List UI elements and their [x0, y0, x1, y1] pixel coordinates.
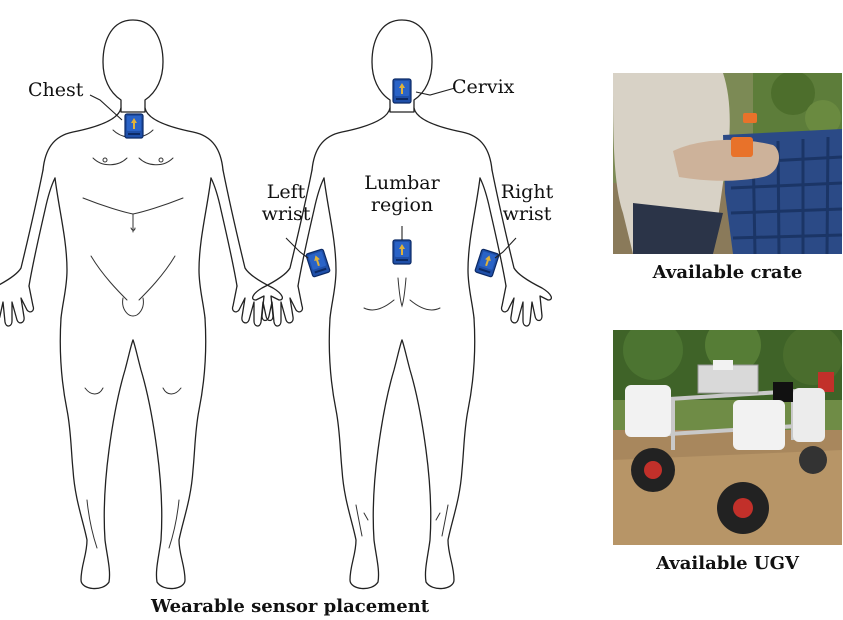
- cervix-label: Cervix: [452, 76, 514, 98]
- leader-lines: [90, 88, 516, 258]
- left-wrist-label: Left wrist: [258, 181, 314, 225]
- right-wrist-label: Right wrist: [494, 181, 560, 225]
- lumbar-sensor-icon: [393, 240, 411, 264]
- front-body: [0, 20, 282, 589]
- chest-sensor-icon: [125, 114, 143, 138]
- left-wrist-sensor-icon: [306, 249, 331, 277]
- cervix-sensor-icon: [393, 79, 411, 103]
- lumbar-label-line2: region: [358, 194, 446, 216]
- right-wrist-label-line1: Right: [494, 181, 560, 203]
- caption-available-ugv: Available UGV: [613, 553, 842, 574]
- right-wrist-sensor-icon: [475, 249, 500, 277]
- lumbar-label: Lumbar region: [358, 172, 446, 216]
- caption-wearable-sensor-placement: Wearable sensor placement: [100, 596, 480, 617]
- left-wrist-label-line2: wrist: [258, 203, 314, 225]
- caption-available-crate: Available crate: [613, 262, 842, 283]
- crate-photo: [613, 73, 842, 254]
- lumbar-label-line1: Lumbar: [358, 172, 446, 194]
- right-wrist-label-line2: wrist: [494, 203, 560, 225]
- chest-label: Chest: [28, 79, 83, 101]
- back-body: [253, 20, 552, 589]
- left-wrist-label-line1: Left: [258, 181, 314, 203]
- ugv-photo: [613, 330, 842, 545]
